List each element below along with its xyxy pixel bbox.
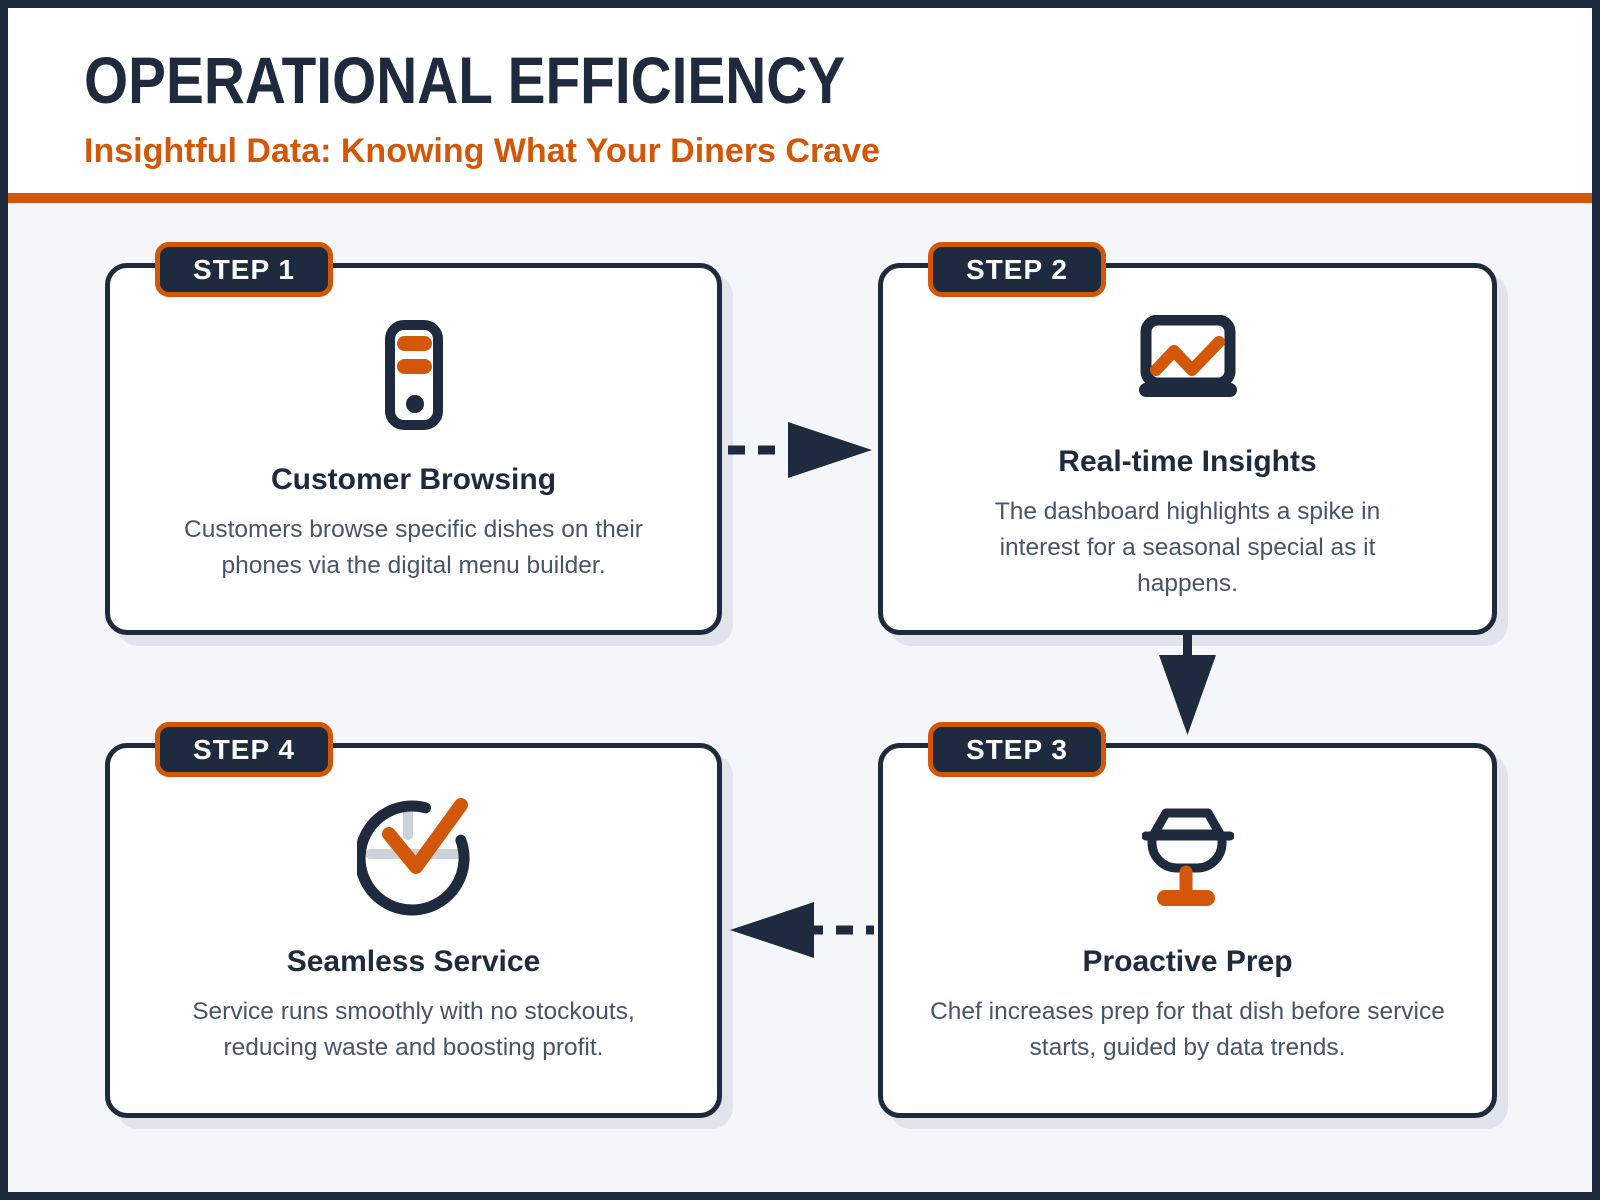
step-4-card: STEP 4 Seamless Service Service runs smo…: [105, 722, 722, 1118]
prep-bowl-icon: [1141, 796, 1234, 918]
arrow-step2-to-step3: [1159, 635, 1216, 744]
step-3-title: Proactive Prep: [1082, 944, 1293, 978]
step-2-card: STEP 2 Real-time Insights The dashboard …: [878, 242, 1497, 635]
step-1-badge: STEP 1: [155, 242, 333, 297]
step-2-description: The dashboard highlights a spike in inte…: [994, 498, 1381, 597]
page-title: OPERATIONAL EFFICIENCY: [84, 43, 846, 117]
step-4-badge: STEP 4: [155, 722, 333, 777]
step-4-title: Seamless Service: [286, 944, 541, 978]
step-3-badge-label: STEP 3: [966, 733, 1068, 765]
step-1-description: Customers browse specific dishes on thei…: [184, 516, 643, 579]
step-4-description: Service runs smoothly with no stockouts,…: [192, 997, 635, 1061]
smartphone-icon: [384, 314, 443, 436]
step-3-badge: STEP 3: [928, 722, 1106, 777]
step-1-title: Customer Browsing: [270, 463, 557, 496]
step-1-card: STEP 1 Customer Browsing Customers brows…: [105, 242, 722, 635]
arrow-step3-to-step4: [722, 901, 878, 964]
step-2-title: Real-time Insights: [1058, 445, 1317, 478]
step-3-card: STEP 3 Proactive Prep Chef increases pre…: [878, 722, 1497, 1118]
step-2-badge: STEP 2: [928, 242, 1106, 297]
orange-divider: [8, 193, 1592, 203]
step-2-badge-label: STEP 2: [966, 253, 1068, 285]
dashboard-trend-icon: [1137, 296, 1238, 418]
step-3-description: Chef increases prep for that dish before…: [930, 997, 1445, 1061]
page-header: OPERATIONAL EFFICIENCY Insightful Data: …: [8, 8, 1592, 193]
clock-check-icon: [356, 796, 471, 918]
arrow-step1-to-step2: [722, 421, 878, 484]
page-subtitle: Insightful Data: Knowing What Your Diner…: [84, 132, 880, 170]
step-4-badge-label: STEP 4: [193, 733, 295, 765]
step-1-badge-label: STEP 1: [193, 253, 295, 285]
